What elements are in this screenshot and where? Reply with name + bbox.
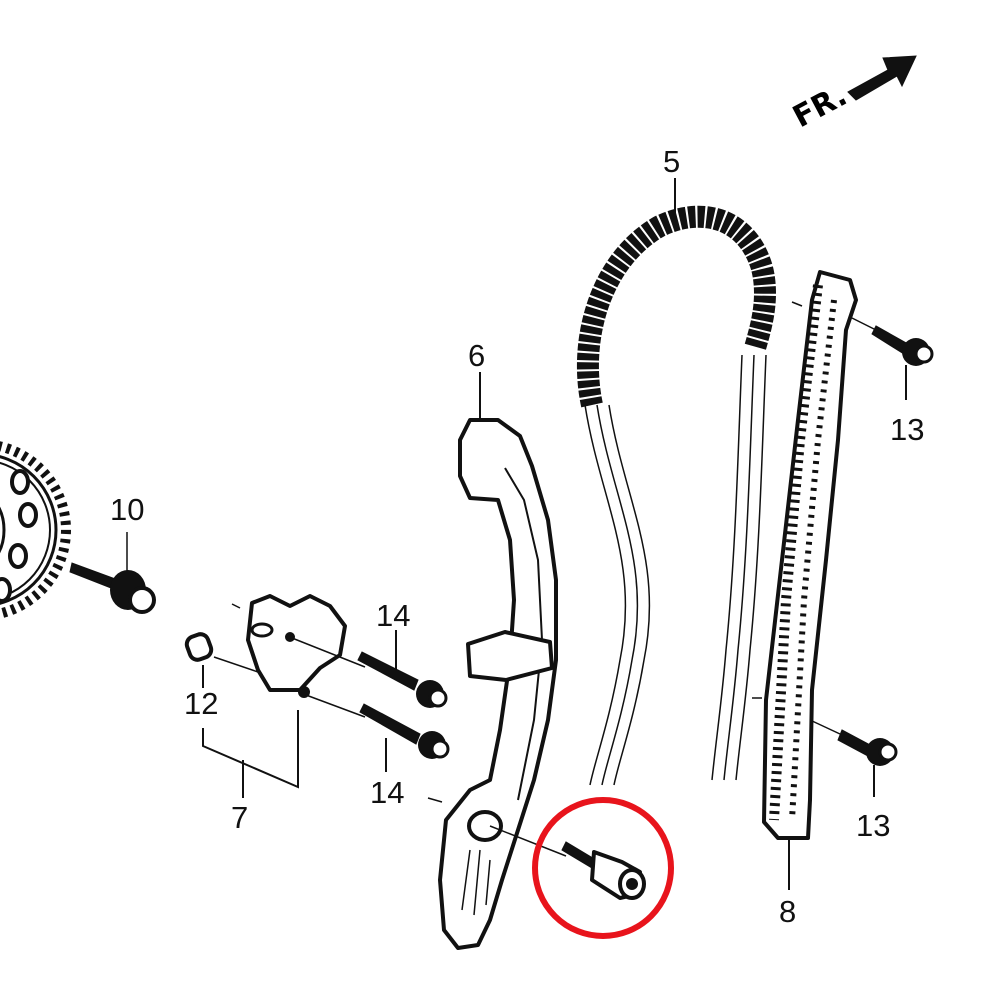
fr-label: FR. (787, 78, 852, 135)
front-direction-indicator: FR. (787, 55, 917, 135)
highlighted-guide-bolt[interactable] (489, 797, 674, 939)
callout-7: 7 (231, 800, 248, 835)
callout-14-lower: 14 (370, 775, 404, 810)
chain-tensioner: 7 (202, 594, 347, 835)
callout-5: 5 (663, 144, 680, 179)
tensioner-bolt-lower: 14 (305, 694, 450, 810)
guide-bolt-lower: 13 (809, 719, 898, 843)
callout-8: 8 (779, 894, 796, 929)
tensioner-slipper: 6 (427, 338, 558, 950)
tensioner-pin: 12 (184, 632, 259, 721)
cam-sprocket (0, 441, 71, 619)
callout-10: 10 (110, 492, 144, 527)
tensioner-bolt-upper: 14 (291, 598, 448, 708)
cam-chain: 5 (576, 144, 776, 786)
chain-guide: 8 (752, 270, 858, 929)
callout-6: 6 (468, 338, 485, 373)
callout-13-upper: 13 (890, 412, 924, 447)
highlight-circle (532, 797, 674, 939)
callout-14-upper: 14 (376, 598, 410, 633)
guide-bolt-upper: 13 (851, 317, 934, 447)
callout-12: 12 (184, 686, 218, 721)
callout-13-lower: 13 (856, 808, 890, 843)
front-arrow-icon (847, 55, 917, 101)
sprocket-bolt: 10 (69, 492, 156, 614)
